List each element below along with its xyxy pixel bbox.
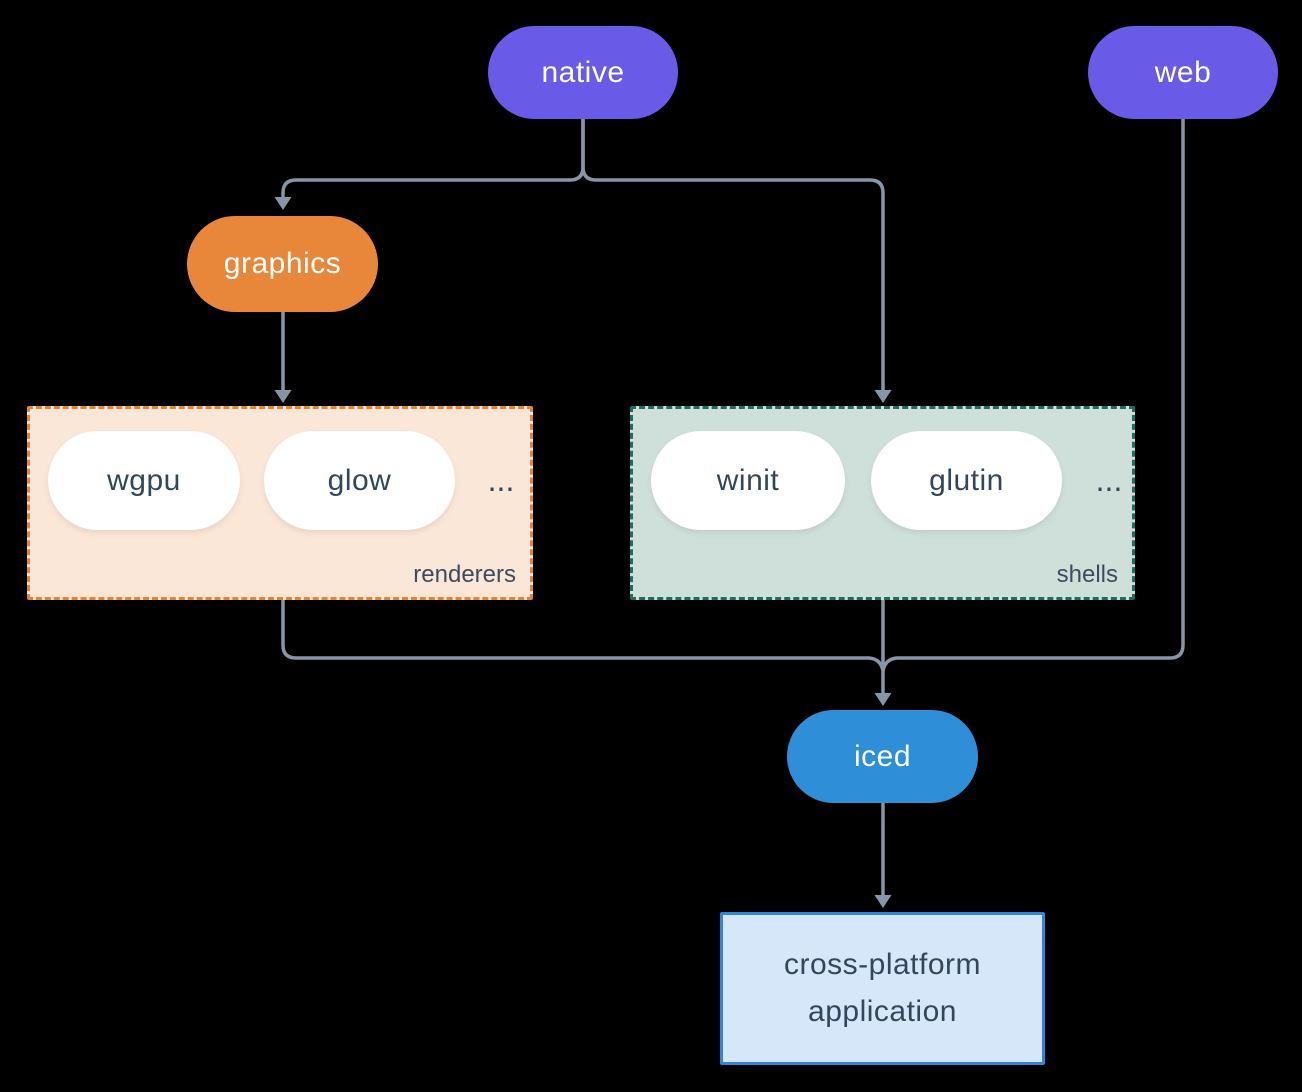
node-graphics-label: graphics <box>223 247 342 280</box>
shells-group-label: shells <box>1056 561 1118 588</box>
arrowhead-graphics <box>274 197 292 210</box>
node-iced: iced <box>787 710 978 803</box>
connector-renderers-to-merge <box>281 600 885 672</box>
node-wgpu: wgpu <box>48 431 240 530</box>
shells-ellipsis: ... <box>1095 462 1123 498</box>
connector-native-to-graphics <box>281 119 585 197</box>
node-glutin-label: glutin <box>929 463 1004 497</box>
node-iced-label: iced <box>853 739 912 773</box>
node-winit: winit <box>651 431 845 530</box>
arrowhead-app <box>874 895 892 908</box>
connector-web-to-merge <box>881 119 1185 672</box>
node-glow-label: glow <box>327 463 392 497</box>
node-native: native <box>488 26 678 119</box>
arrowhead-iced <box>874 693 892 706</box>
connector-native-to-shells <box>581 119 885 390</box>
renderers-ellipsis: ... <box>487 462 515 498</box>
renderers-group-label: renderers <box>413 561 516 588</box>
node-glow: glow <box>264 431 455 530</box>
app-box-line-1: cross-platform <box>783 948 982 981</box>
node-native-label: native <box>541 55 625 89</box>
group-renderers: wgpu glow ... renderers <box>27 406 533 600</box>
node-glutin: glutin <box>871 431 1062 530</box>
node-web-label: web <box>1154 55 1212 89</box>
group-shells: winit glutin ... shells <box>630 406 1135 600</box>
node-wgpu-label: wgpu <box>107 463 181 497</box>
arrowhead-shells <box>874 390 892 403</box>
node-graphics: graphics <box>187 216 378 312</box>
node-web: web <box>1088 26 1278 119</box>
arrowhead-renderers <box>274 390 292 403</box>
app-box-line-2: application <box>808 994 957 1028</box>
node-winit-label: winit <box>716 463 780 497</box>
cross-platform-application-box: cross-platform application <box>720 912 1045 1065</box>
